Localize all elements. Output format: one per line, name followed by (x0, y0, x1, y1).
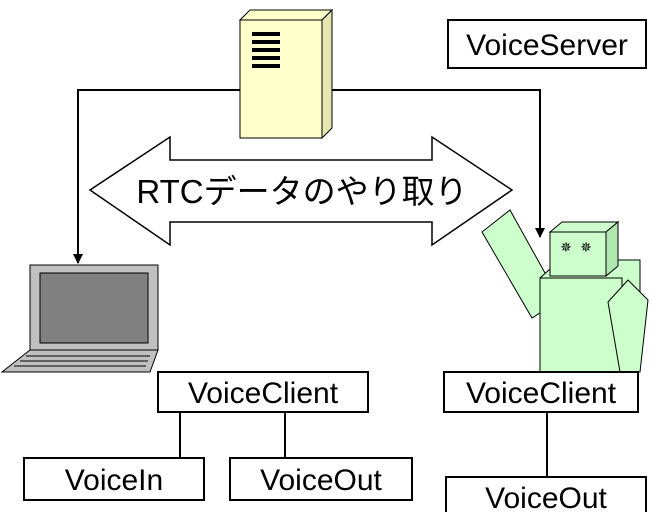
voice-in-box (23, 457, 205, 501)
svg-text:✵: ✵ (560, 240, 572, 256)
server-label: VoiceServer (466, 29, 628, 62)
robot-icon: ✵ ✵ (481, 209, 649, 373)
laptop-voice-out-box (229, 457, 413, 501)
exchange-label: RTCデータのやり取り (136, 173, 467, 210)
laptop-icon (0, 264, 159, 373)
svg-text:✵: ✵ (580, 240, 592, 256)
robot-client-label: VoiceClient (466, 377, 617, 410)
laptop-client-box (157, 371, 369, 413)
robot-voice-out-label: VoiceOut (485, 482, 607, 512)
robot-voice-out-box (445, 476, 647, 512)
server-robot-connector (321, 85, 545, 238)
voice-in-label: VoiceIn (65, 464, 163, 497)
laptop-voice-out-label: VoiceOut (260, 464, 382, 497)
server-label-box (447, 19, 647, 69)
server-icon (238, 8, 334, 140)
robot-client-box (443, 371, 639, 413)
laptop-client-label: VoiceClient (188, 377, 339, 410)
server-laptop-connector (73, 85, 249, 264)
